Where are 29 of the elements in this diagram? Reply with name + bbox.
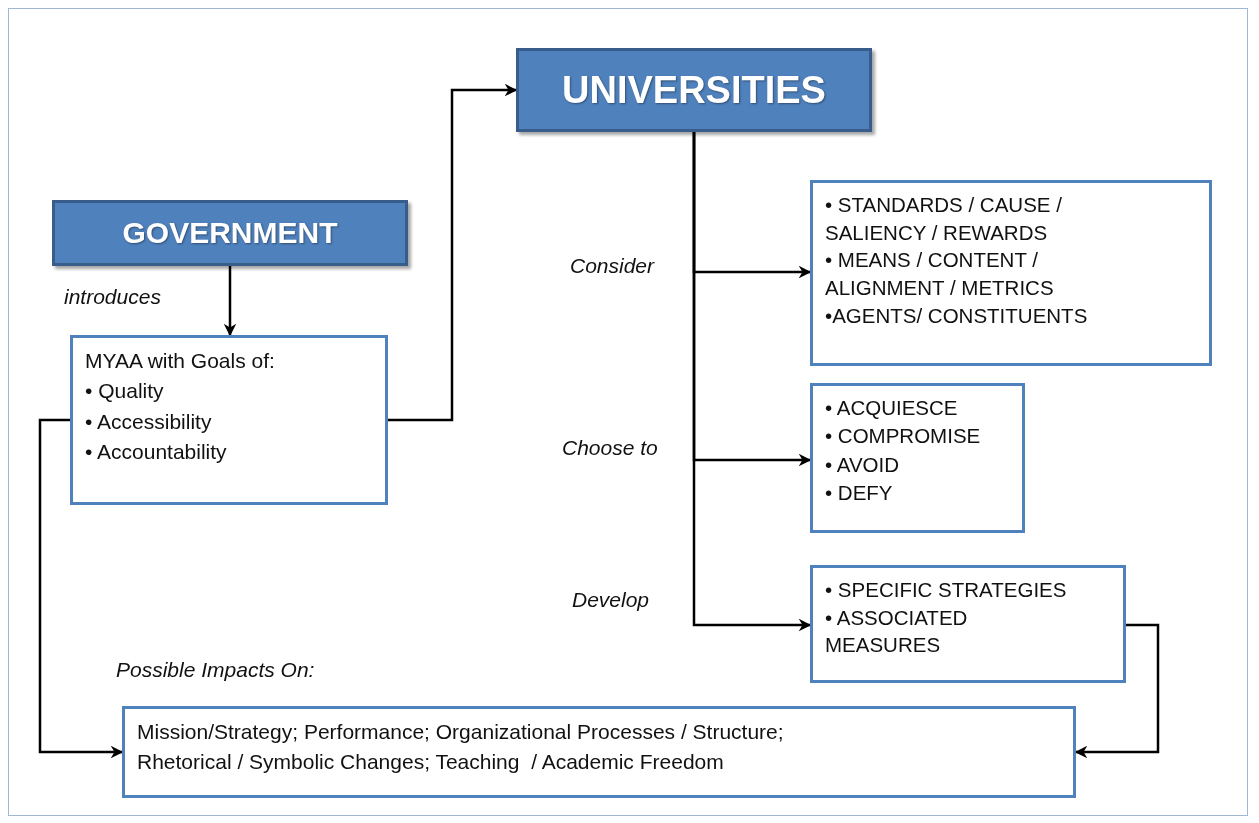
connector-arrow [38,418,124,759]
box-text: • SPECIFIC STRATEGIES [825,577,1067,603]
box-text: •AGENTS/ CONSTITUENTS [825,302,1088,329]
box-text: • COMPROMISE [825,423,981,450]
connector-arrow [388,83,518,422]
box-text: • Accessibility [85,408,212,435]
box-text: MYAA with Goals of: [85,348,275,374]
text-box [810,565,1126,683]
text-box [810,180,1212,366]
box-text: • STANDARDS / CAUSE / SALIENCY / REWARDS [825,192,1063,246]
box-text: • ASSOCIATED MEASURES [825,604,969,659]
header-box [52,200,408,266]
box-text: • Accountability [85,439,227,466]
box-text: Mission/Strategy; Performance; Organizational Processes / Structure; Rhetorical / Symbolic Changes; Teaching / Academic Freedom [137,719,785,776]
connector-arrow [223,266,237,337]
box-caption: Possible Impacts On: [116,658,315,682]
header-box [516,48,872,132]
box-text: • Quality [85,378,164,405]
text-box [810,383,1025,533]
box-text: • DEFY [825,479,893,506]
text-box [70,335,388,505]
text-box [122,706,1076,798]
box-title: GOVERNMENT [122,216,338,250]
box-text: • MEANS / CONTENT / ALIGNMENT / METRICS [825,247,1055,301]
box-text: • AVOID [825,451,899,478]
box-title: UNIVERSITIES [562,68,826,112]
connector-arrow [692,132,812,632]
connector-arrow [1074,623,1160,759]
box-text: • ACQUIESCE [825,395,958,421]
